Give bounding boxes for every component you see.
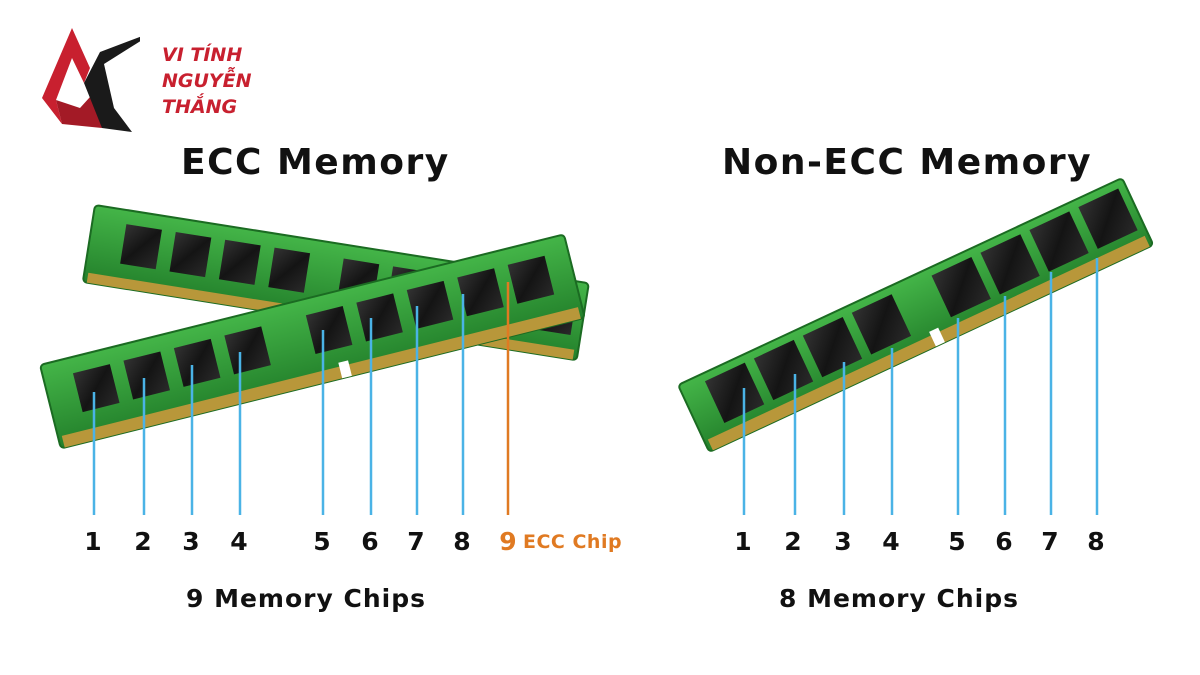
ecc-chip-number-5: 5 [313, 527, 331, 556]
ecc-chip-number-4: 4 [230, 527, 248, 556]
non-ecc-chip-number-1: 1 [734, 527, 752, 556]
non-ecc-chip-number-6: 6 [995, 527, 1013, 556]
ecc-chip-number-6: 6 [361, 527, 379, 556]
logo-text-line-1: VI TÍNH [162, 44, 243, 66]
logo-text-line-3: THẮNG [162, 96, 238, 118]
ecc-chip-number-2: 2 [134, 527, 152, 556]
non-ecc-chip-number-4: 4 [882, 527, 900, 556]
ecc-chip-number-7: 7 [407, 527, 425, 556]
non-ecc-chip-number-3: 3 [834, 527, 852, 556]
non-ecc-chip-count-caption: 8 Memory Chips [779, 584, 1019, 613]
non-ecc-memory-title: Non-ECC Memory [722, 142, 1093, 183]
non-ecc-chip-number-2: 2 [784, 527, 802, 556]
brand-logo-mark-icon [42, 28, 158, 132]
ecc-chip-number-3: 3 [182, 527, 200, 556]
ecc-memory-title: ECC Memory [181, 142, 450, 183]
ecc-chip-number-9: 9 [499, 527, 517, 556]
non-ecc-pointer-lines [742, 258, 1099, 515]
non-ecc-module [678, 178, 1154, 452]
non-ecc-chip-number-8: 8 [1087, 527, 1105, 556]
ecc-chip-label: ECC Chip [523, 531, 623, 553]
ecc-pointer-lines [92, 294, 465, 515]
non-ecc-chip-number-7: 7 [1041, 527, 1059, 556]
non-ecc-chip-number-5: 5 [948, 527, 966, 556]
brand-logo [40, 28, 158, 142]
logo-text-line-2: NGUYỄN [162, 70, 252, 92]
ecc-chip-count-caption: 9 Memory Chips [186, 584, 426, 613]
ecc-chip-number-1: 1 [84, 527, 102, 556]
ecc-chip-number-8: 8 [453, 527, 471, 556]
